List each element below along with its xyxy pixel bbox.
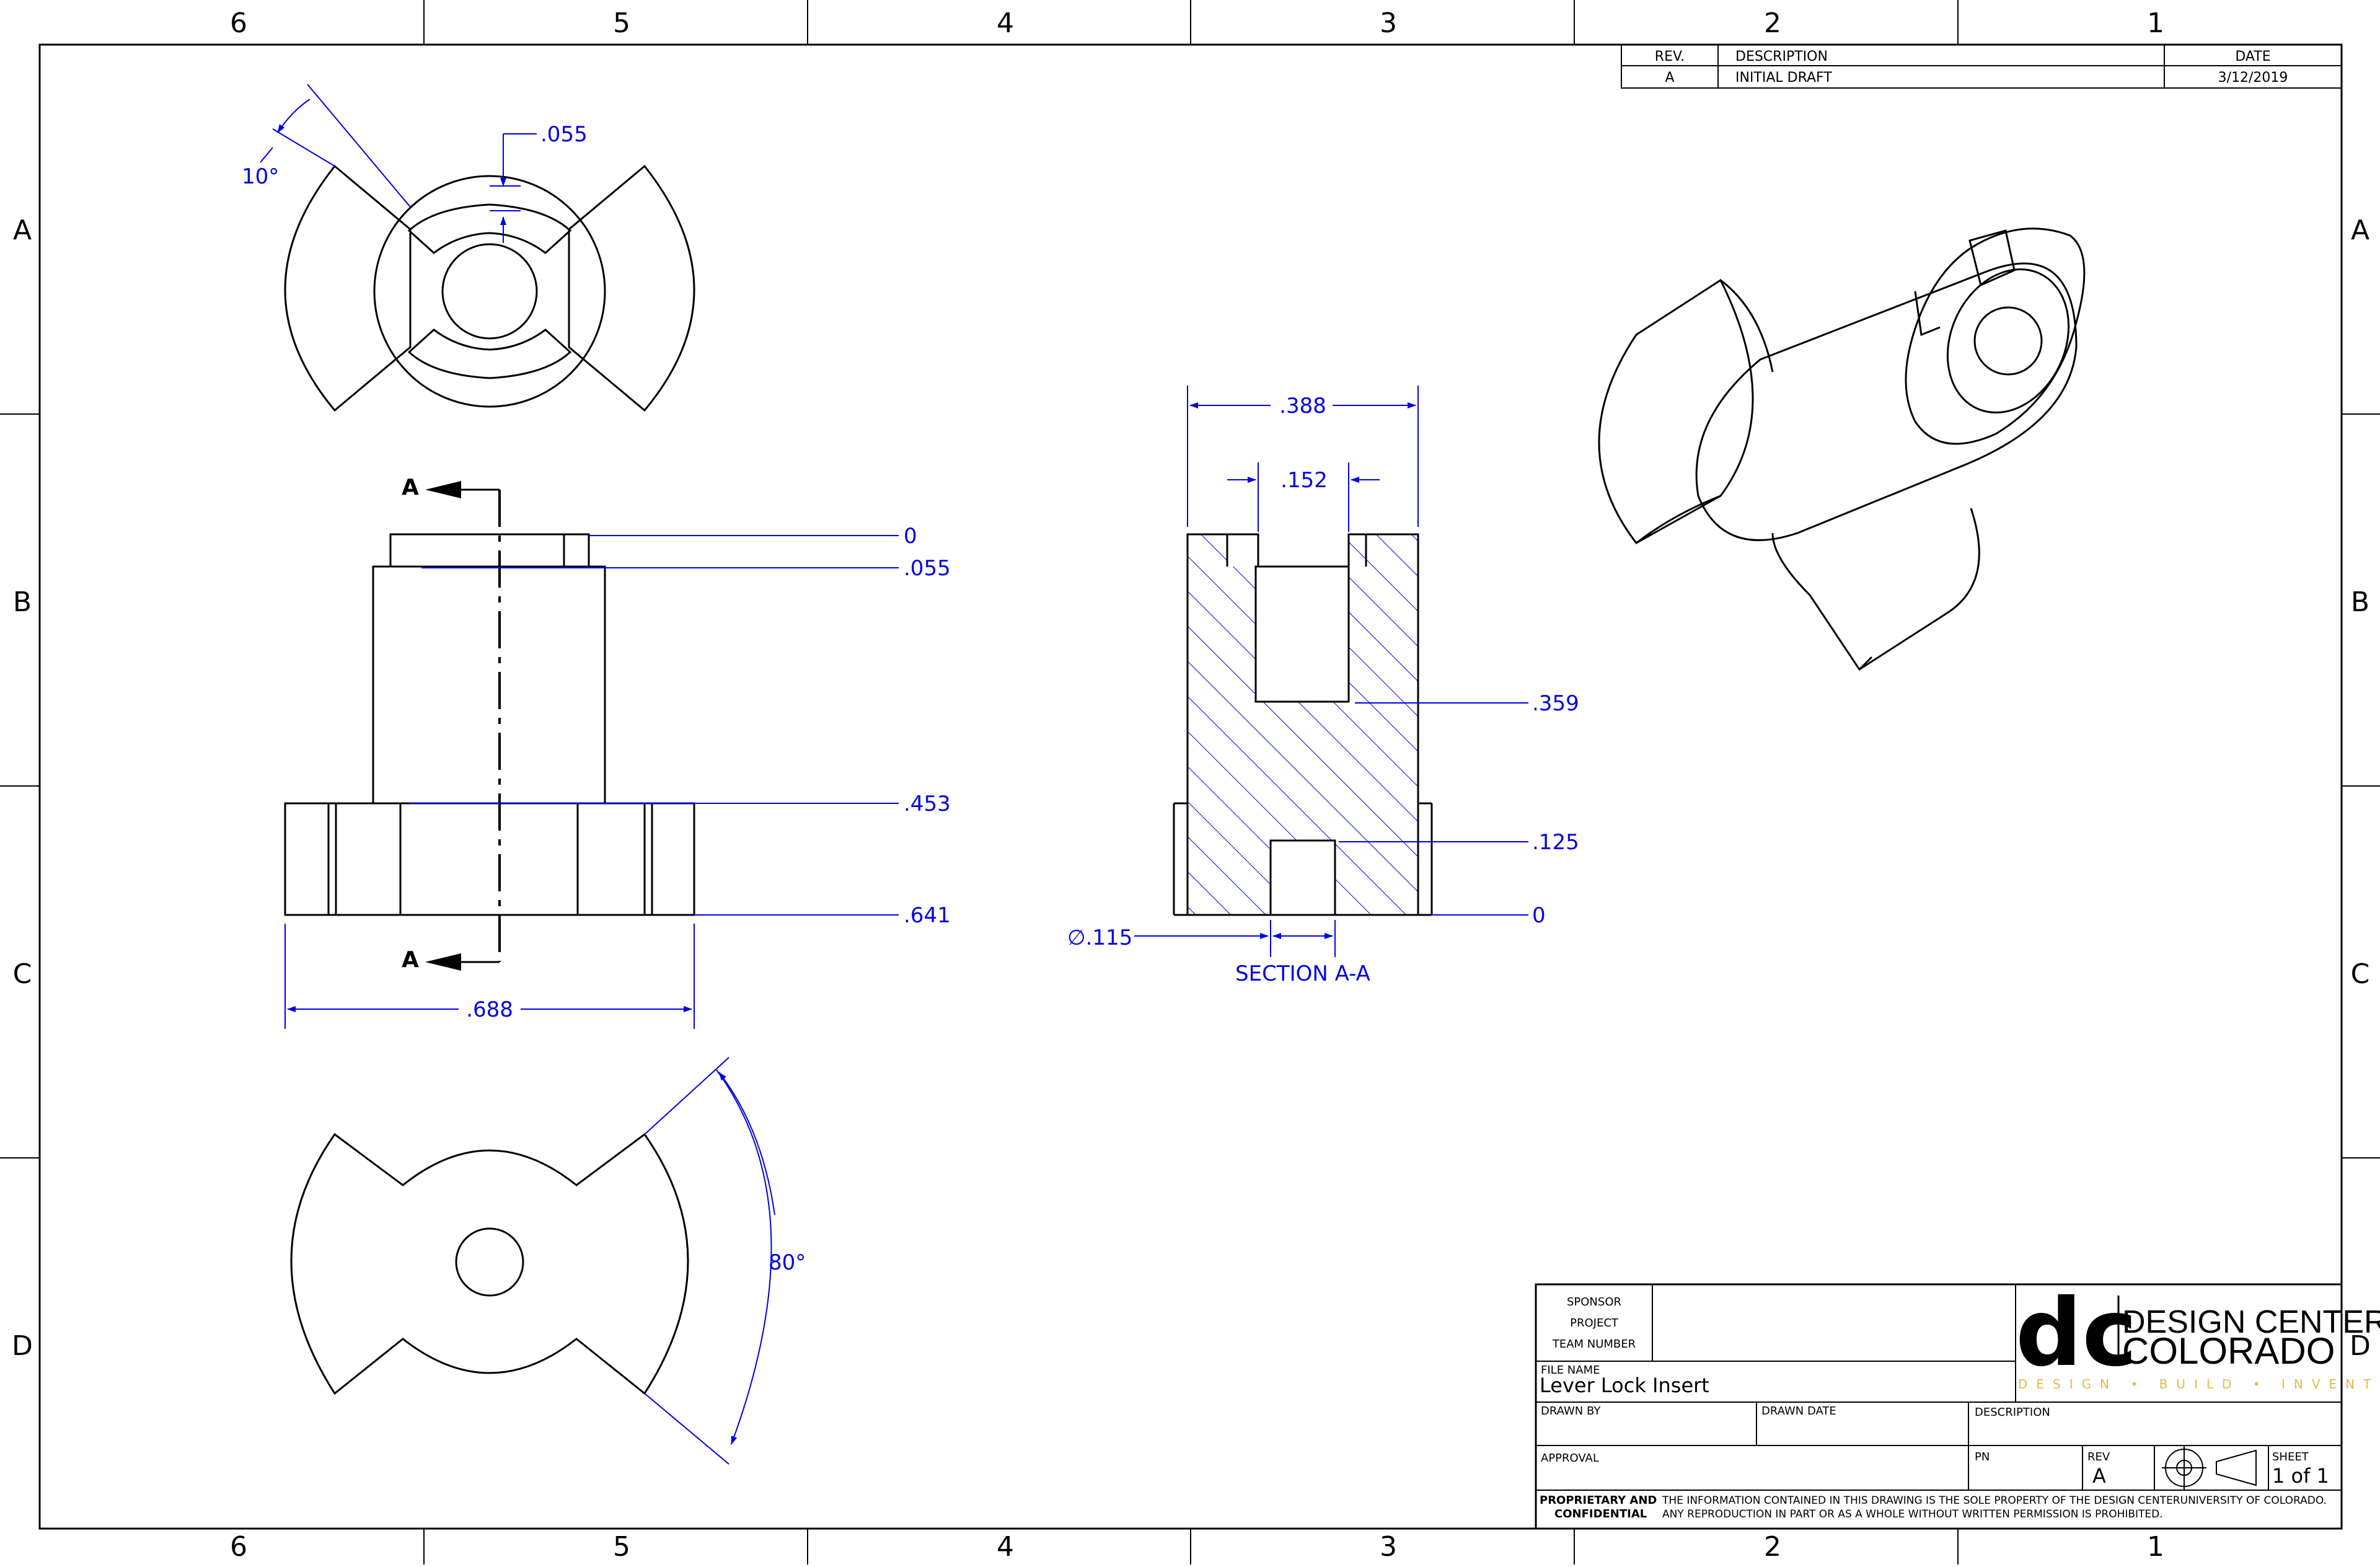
- sheet-label: SHEET: [2272, 1450, 2309, 1463]
- file-name-label: FILE NAME: [1541, 1364, 1600, 1377]
- zone-col-3-bottom: 3: [1380, 1531, 1397, 1563]
- top-view: 10° .055: [242, 84, 695, 412]
- logo-line-1: DESIGN CENTER: [2122, 1304, 2380, 1340]
- logo-line-2: COLORADO: [2122, 1330, 2335, 1372]
- description-header: DESCRIPTION: [1735, 49, 1828, 64]
- zone-row-d-left: D: [12, 1330, 33, 1362]
- zone-col-1-top: 1: [2147, 7, 2164, 39]
- date-header: DATE: [2235, 49, 2270, 64]
- zone-labels: 6 5 4 3 2 1 6 5 4 3 2 1 A B C D A B C D: [12, 7, 2371, 1563]
- zone-row-b-right: B: [2351, 586, 2369, 618]
- project-label: PROJECT: [1570, 1317, 1619, 1330]
- notice-line-2: ANY REPRODUCTION IN PART OR AS A WHOLE W…: [1662, 1508, 2163, 1521]
- notice-line-1: THE INFORMATION CONTAINED IN THIS DRAWIN…: [1662, 1494, 2327, 1507]
- zone-col-4-top: 4: [997, 7, 1014, 39]
- front-ordinate-0: 0: [904, 524, 917, 549]
- file-name-value: Lever Lock Insert: [1540, 1374, 1709, 1397]
- zone-row-a-left: A: [13, 214, 32, 246]
- section-slot-label: .152: [1280, 468, 1328, 493]
- front-ordinate-453: .453: [904, 792, 951, 816]
- section-ordinate-125: .125: [1532, 830, 1579, 855]
- front-view: A A 0 .055 .453 .641 .688: [284, 475, 951, 1029]
- front-width-label: .688: [466, 997, 513, 1022]
- front-ordinate-641: .641: [904, 903, 951, 928]
- rev-label: REV: [2087, 1450, 2110, 1463]
- sheet-value: 1 of 1: [2272, 1464, 2329, 1488]
- approval-label: APPROVAL: [1541, 1452, 1599, 1465]
- section-view: .388 .152 .359 .125 0 ∅.115 SECTION A-A: [1067, 386, 1579, 986]
- title-block: SPONSOR PROJECT TEAM NUMBER FILE NAME Le…: [1535, 1279, 2380, 1530]
- section-title: SECTION A-A: [1235, 961, 1370, 986]
- section-marker-top: A: [402, 475, 419, 500]
- top-view-angle-label: 10°: [242, 164, 279, 189]
- section-ordinate-0: 0: [1532, 903, 1546, 928]
- front-ordinate-055: .055: [904, 556, 951, 581]
- logo-mark: dc: [2016, 1279, 2137, 1387]
- rev-value-title: A: [2092, 1464, 2106, 1488]
- zone-col-5-bottom: 5: [613, 1531, 630, 1563]
- zone-row-a-right: A: [2351, 214, 2369, 246]
- isometric-view: [1598, 227, 2086, 671]
- pn-label: PN: [1975, 1450, 1990, 1463]
- projection-symbol-icon: [2162, 1446, 2257, 1490]
- zone-col-2-bottom: 2: [1764, 1531, 1781, 1563]
- date-value: 3/12/2019: [2218, 70, 2288, 86]
- drawn-date-label: DRAWN DATE: [1761, 1405, 1836, 1418]
- zone-col-6-bottom: 6: [230, 1531, 247, 1563]
- drawn-by-label: DRAWN BY: [1541, 1405, 1601, 1418]
- section-hole-label: ∅.115: [1067, 925, 1132, 950]
- zone-row-c-right: C: [2351, 958, 2370, 990]
- zone-col-1-bottom: 1: [2147, 1531, 2164, 1563]
- zone-col-5-top: 5: [613, 7, 630, 39]
- top-view-depth-label: .055: [540, 122, 588, 147]
- logo-tagline: DESIGN • BUILD • INVENT: [2018, 1377, 2379, 1392]
- zone-col-2-top: 2: [1764, 7, 1781, 39]
- zone-col-4-bottom: 4: [997, 1531, 1014, 1563]
- revision-block: REV. DESCRIPTION DATE A INITIAL DRAFT 3/…: [1621, 44, 2342, 89]
- bottom-view: 80°: [290, 1057, 806, 1465]
- description-value: INITIAL DRAFT: [1735, 70, 1832, 86]
- zone-row-d-right: D: [2350, 1330, 2371, 1362]
- section-width-label: .388: [1279, 394, 1326, 418]
- sponsor-label: SPONSOR: [1567, 1296, 1621, 1309]
- zone-row-c-left: C: [13, 958, 32, 990]
- zone-col-3-top: 3: [1380, 7, 1397, 39]
- zone-row-b-left: B: [13, 586, 32, 618]
- rev-header: REV.: [1655, 49, 1685, 64]
- zone-col-6-top: 6: [230, 7, 247, 39]
- bottom-view-angle-label: 80°: [769, 1250, 806, 1275]
- proprietary-label-2: CONFIDENTIAL: [1554, 1507, 1647, 1521]
- proprietary-label-1: PROPRIETARY AND: [1540, 1494, 1657, 1507]
- team-number-label: TEAM NUMBER: [1552, 1338, 1636, 1351]
- section-marker-bottom: A: [402, 947, 419, 973]
- design-center-logo: dc DESIGN CENTER COLORADO DESIGN • BUILD…: [2016, 1279, 2380, 1392]
- section-ordinate-359: .359: [1532, 691, 1579, 716]
- description-label: DESCRIPTION: [1975, 1406, 2050, 1419]
- rev-value: A: [1665, 70, 1674, 86]
